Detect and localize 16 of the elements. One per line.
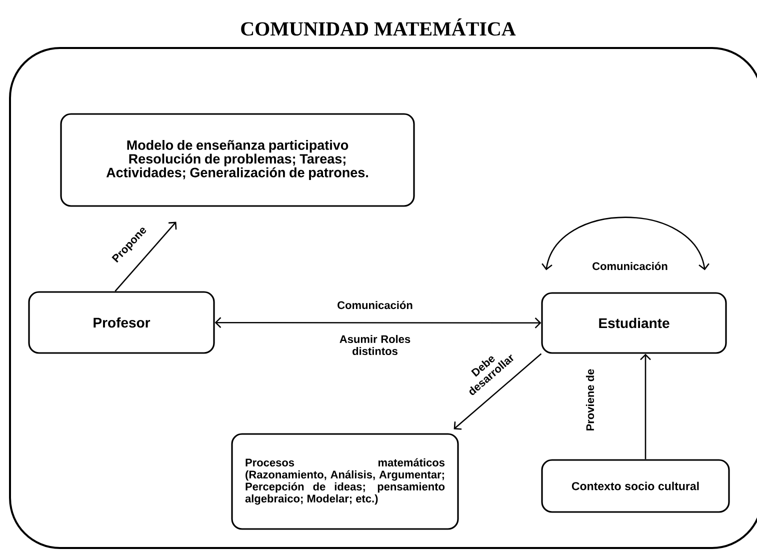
edge-label: Comunicación [336,300,414,310]
arrow [114,222,177,292]
edge-label: Proviene de [584,368,596,432]
arrow [542,216,710,270]
text-box: Profesor [28,291,215,354]
arrow [640,354,651,460]
title: COMUNIDAD MATEMÁTICA [241,18,516,36]
arrow [214,317,542,328]
frame [9,47,757,549]
text-box: Procesos matemáticos (Razonamiento, Análisis, Argumentar; Percepción de ideas; pensamiento algebraico; Modelar; etc.) [231,433,459,530]
arrow [454,353,542,430]
note-text: Asumir Roles distintos [340,334,410,356]
edge-label: Comunicación [591,260,669,272]
text-box: Estudiante [541,292,727,354]
text-box: Modelo de enseñanza participativo Resolución de problemas; Tareas; Actividades; Generalización de patrones. [60,113,415,207]
text-box: Contexto socio cultural [541,459,730,513]
